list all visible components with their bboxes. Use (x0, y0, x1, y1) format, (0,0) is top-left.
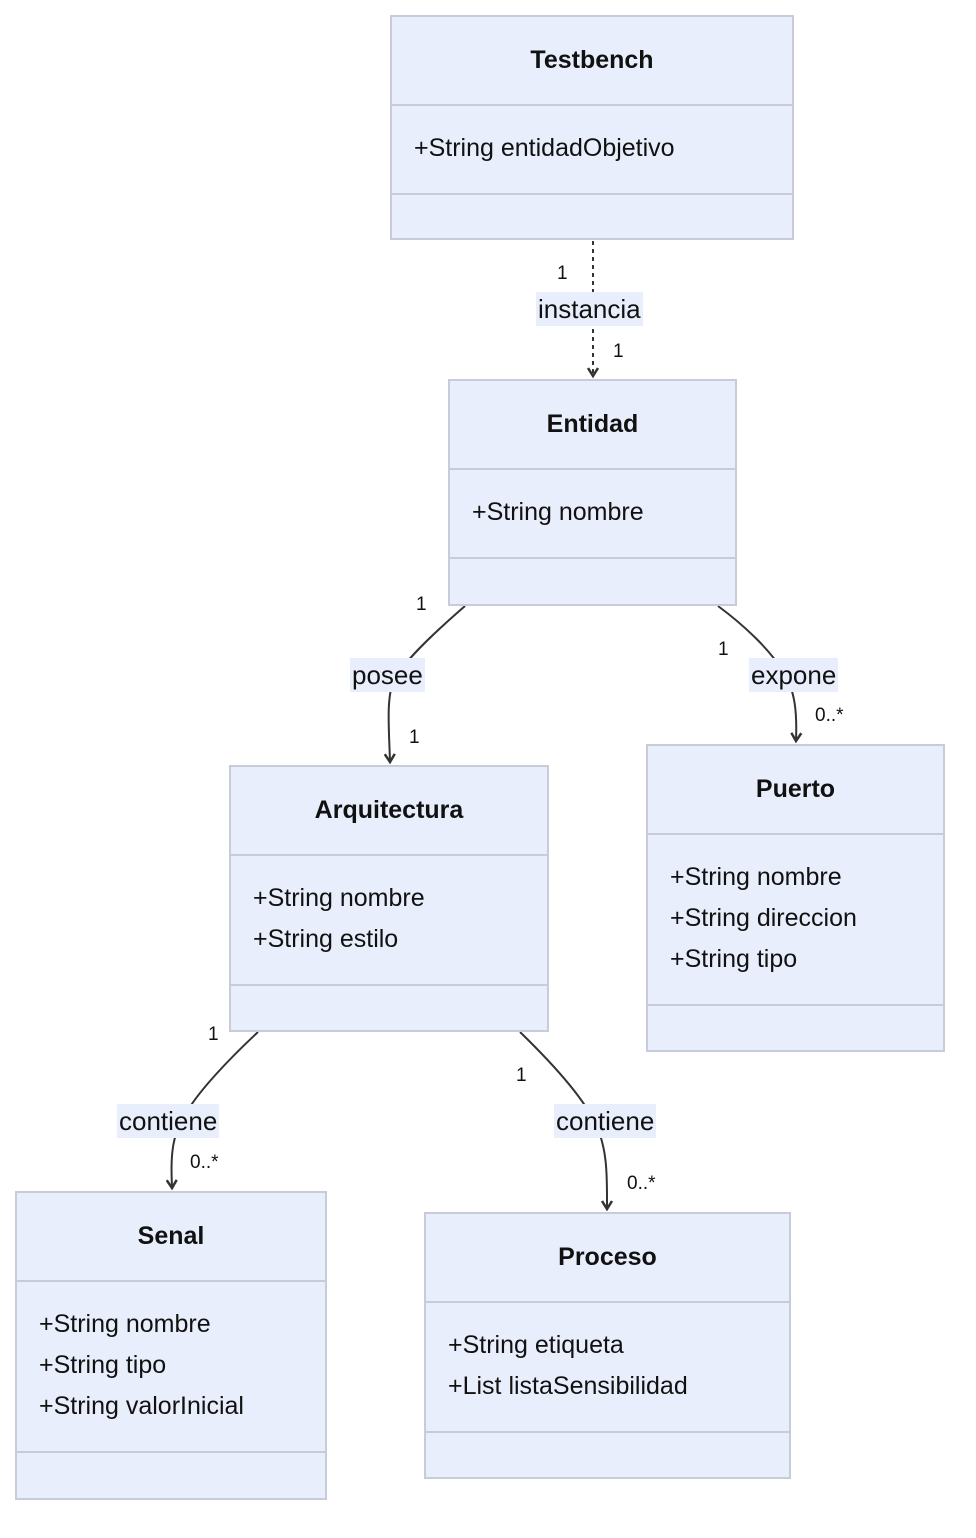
multiplicity-instancia-to: 1 (613, 341, 624, 362)
class-senal-methods (17, 1453, 325, 1499)
class-proceso-methods (426, 1433, 789, 1479)
edge-label-contiene-senal: contiene (117, 1104, 220, 1138)
class-arquitectura-methods (231, 986, 547, 1032)
attribute: +String valorInicial (39, 1392, 244, 1420)
attribute: +String nombre (472, 498, 644, 526)
attribute: +String nombre (253, 884, 425, 912)
class-entidad[interactable]: Entidad +String nombre (448, 379, 737, 606)
attribute: +String nombre (39, 1310, 211, 1338)
multiplicity-expone-from: 1 (718, 639, 729, 660)
attribute: +String etiqueta (448, 1331, 624, 1359)
edge-label-instancia: instancia (536, 292, 643, 326)
attribute: +String tipo (670, 945, 798, 973)
class-proceso-attributes: +String etiqueta +List listaSensibilidad (426, 1303, 789, 1433)
class-proceso-name: Proceso (426, 1214, 789, 1303)
class-puerto-methods (648, 1006, 943, 1052)
multiplicity-contiene-senal-to: 0..* (190, 1152, 219, 1173)
attribute: +String nombre (670, 863, 842, 891)
edge-label-contiene-proceso: contiene (554, 1104, 657, 1138)
multiplicity-contiene-proceso-from: 1 (516, 1065, 527, 1086)
edge-label-posee: posee (350, 658, 425, 692)
class-testbench-attributes: +String entidadObjetivo (392, 106, 792, 195)
edge-label-expone: expone (749, 658, 839, 692)
attribute: +String entidadObjetivo (414, 134, 675, 162)
class-arquitectura[interactable]: Arquitectura +String nombre +String esti… (229, 765, 549, 1032)
class-arquitectura-attributes: +String nombre +String estilo (231, 856, 547, 986)
class-senal[interactable]: Senal +String nombre +String tipo +Strin… (15, 1191, 327, 1500)
multiplicity-expone-to: 0..* (815, 705, 844, 726)
attribute: +String tipo (39, 1351, 167, 1379)
class-senal-name: Senal (17, 1193, 325, 1282)
multiplicity-posee-from: 1 (416, 594, 427, 615)
class-testbench-name: Testbench (392, 17, 792, 106)
attribute: +String estilo (253, 925, 399, 953)
attribute: +String direccion (670, 904, 857, 932)
class-entidad-attributes: +String nombre (450, 470, 735, 559)
multiplicity-instancia-from: 1 (557, 263, 568, 284)
attribute: +List listaSensibilidad (448, 1372, 688, 1400)
class-entidad-methods (450, 559, 735, 605)
class-entidad-name: Entidad (450, 381, 735, 470)
class-puerto[interactable]: Puerto +String nombre +String direccion … (646, 744, 945, 1052)
class-puerto-attributes: +String nombre +String direccion +String… (648, 835, 943, 1006)
multiplicity-contiene-proceso-to: 0..* (627, 1173, 656, 1194)
class-senal-attributes: +String nombre +String tipo +String valo… (17, 1282, 325, 1453)
class-arquitectura-name: Arquitectura (231, 767, 547, 856)
class-testbench[interactable]: Testbench +String entidadObjetivo (390, 15, 794, 240)
class-proceso[interactable]: Proceso +String etiqueta +List listaSens… (424, 1212, 791, 1479)
multiplicity-contiene-senal-from: 1 (208, 1024, 219, 1045)
class-testbench-methods (392, 195, 792, 241)
multiplicity-posee-to: 1 (409, 727, 420, 748)
class-puerto-name: Puerto (648, 746, 943, 835)
